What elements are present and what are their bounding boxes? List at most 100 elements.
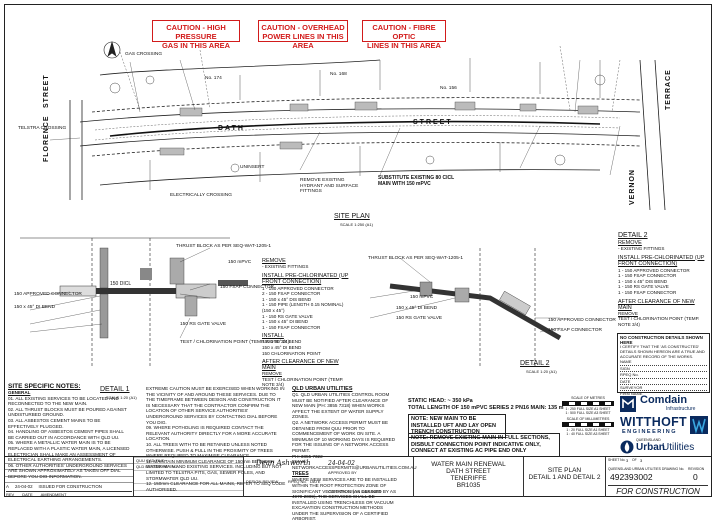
project-code: BR1035 [456, 482, 481, 489]
list-item: 1 - 150 RS GATE VALVE [262, 313, 313, 319]
list-item: 04. HANDLING OF ASBESTOS CEMENT PIPES SH… [8, 429, 124, 440]
certify-title: NO CONSTRUCTION DETAILS SHOWN HERE [620, 335, 703, 345]
detail1-remove-heading: REMOVE [262, 258, 286, 264]
project-type: WATER MAIN RENEWAL [431, 461, 506, 468]
plan-label-gas-crossing: GAS CROSSING [125, 52, 163, 57]
rpeq-label: RPEQ No. [288, 479, 307, 484]
drawing-title-sub: DETAIL 1 AND DETAIL 2 [528, 474, 601, 481]
list-item: 09. WHERE POTHOLING IS REQUIRED CONTACT … [146, 425, 277, 442]
certify-box: NO CONSTRUCTION DETAILS SHOWN HERE I CER… [617, 333, 710, 396]
list-item: 1 - 150 APPROVED CONNECTOR [618, 267, 690, 273]
certify-field-rpeq: RPEQ No. [620, 372, 707, 379]
detail1-drawing [20, 237, 248, 368]
plan-label-lot-a: No. 174 [205, 76, 222, 81]
plan-label-lot-c: No. 156 [440, 86, 457, 91]
revision-header-date: DATE [22, 492, 33, 497]
street-label-florence-street: STREET [43, 74, 50, 108]
detail2-fsap-label: 150 FSAP CONNECTOR [548, 328, 602, 333]
quu-logo: QUEENSLAND Urban Utilities [618, 437, 710, 457]
status-badge: FOR CONSTRUCTION [608, 485, 708, 496]
list-item: 10. ALL TREES WITH TO BE RETAINED UNLESS… [146, 441, 273, 459]
qld-notes-title: QLD URBAN UTILITIES [292, 386, 353, 392]
detail2-bend-label: 150 x 45° DI BEND [396, 306, 438, 311]
detail1-text: REMOVE - EXISTING FITTINGS INSTALL PRE-C… [262, 258, 350, 388]
sheet-of: OF [632, 458, 637, 462]
note-new-main: NOTE: NEW MAIN TO BE INSTALLED UFT AND L… [411, 416, 496, 435]
caution-power-box: CAUTION - OVERHEAD POWER LINES IN THIS A… [258, 20, 348, 50]
list-item: 03. ALL ASBESTOS CEMENT MAINS TO BE EFFE… [8, 417, 101, 429]
drawing-number-block: QUEENSLAND URBAN UTILITIES DRAWING No. 4… [606, 457, 712, 497]
list-item: 150 x 45° DI BEND [262, 344, 302, 350]
revision-table-grid [4, 457, 134, 483]
plan-label-lot-b: No. 168 [330, 72, 347, 77]
list-item: 01. ALL EXISTING SERVICES TO BE LOCATED … [8, 395, 119, 407]
quu-name-a: Urban [636, 442, 665, 453]
list-item: 1 - 150 APPROVED CONNECTOR [262, 285, 334, 291]
detail2-install-list: 1 - 150 APPROVED CONNECTOR 1 - 150 FSAP … [618, 268, 706, 296]
revision-date: 24-04-02 [14, 484, 33, 489]
quu-mark-icon [620, 440, 634, 454]
cad-info-grid [134, 457, 244, 497]
detail2-title: DETAIL 2 [520, 360, 550, 367]
revision-code: A [6, 484, 9, 489]
detail2-valve-label: 150 RS GATE VALVE [396, 316, 443, 321]
plan-label-telstra: TELSTRA CROSSING [18, 126, 67, 131]
detail1-install-list: 1 - 150 APPROVED CONNECTOR 2 - 150 FSAP … [262, 286, 350, 331]
detail1-test-label: TEST / CHLORINATION POINT (TEMP. NOTE 3/… [180, 340, 290, 345]
list-item: EXTREME CAUTION MUST BE EXERCISED WHEN W… [146, 386, 285, 425]
list-item: 2 - 150 FSAP CONNECTOR [262, 291, 321, 297]
sheet-border [4, 4, 712, 497]
caution-gas-box: CAUTION - HIGH PRESSURE GAS IN THIS AREA [152, 20, 240, 50]
scale-mm-a3: 1 : 40 FULL SIZE A3 SHEET [566, 432, 610, 436]
caution-fibre-line1: CAUTION - FIBRE OPTIC [372, 23, 436, 41]
signature-block: Dean Ashworth 24-04-02 APPROVED BY DESIG… [244, 457, 414, 497]
detail1-install2-heading: INSTALL [262, 333, 284, 340]
signature-date: 24-04-02 [328, 460, 355, 467]
revision-header-rev: REV [6, 492, 15, 497]
revision-desc: ISSUED FOR CONSTRUCTION [38, 484, 102, 489]
static-head: STATIC HEAD: ~ 350 kPa [408, 398, 473, 404]
sheet-no-label: SHEET No. [608, 458, 626, 462]
comdain-mark-icon [620, 396, 636, 412]
detail1-after-sub: REMOVE [262, 371, 282, 377]
scale-metres-a3: 1 : 500 FULL SIZE A3 SHEET [565, 411, 611, 415]
list-item: 1 - 150 FSAP CONNECTOR [618, 273, 677, 279]
street-label-dath: DATH [218, 125, 245, 132]
list-item: 1 - 150 x 45° DIS BEND [262, 296, 312, 302]
certify-fields: NAME SIGN RPEQ No. DATE SURVEYOR FIRM NA… [620, 359, 707, 396]
scale-bars: SCALE OF METRES 1 : 250 FULL SIZE A1 SHE… [560, 396, 616, 448]
date-label: DATE [310, 479, 321, 484]
scale-metres-a1: 1 : 250 FULL SIZE A1 SHEET [565, 407, 611, 411]
list-item: 1 - 150 PIPE (LENGTH 0.15 NOMINAL) (150 … [262, 302, 344, 313]
sheet-no: 3 [626, 458, 629, 463]
list-item: 150 CHLORINATION POINT [262, 350, 321, 356]
drawing-title-main: SITE PLAN [547, 467, 582, 474]
detail1-approved-label: 150 APPROVED CONNECTOR [14, 292, 82, 297]
scale-bar-metres [562, 401, 614, 406]
list-item: 150 x 90° DI BEND [262, 339, 302, 345]
list-item: 1 - 150 FSAP CONNECTOR [262, 324, 321, 330]
plan-label-remove-hydrant: REMOVE EXISTING HYDRANT AND SURFACE FITT… [300, 178, 359, 195]
designer-signature: Dean Ashworth [256, 459, 311, 467]
site-plan-drawing [49, 40, 666, 211]
certify-field-date: DATE [620, 379, 707, 386]
comdain-logo: Comdain Infrastructure [618, 393, 710, 415]
construction-manager-label: CONSTRUCTION MANAGER [328, 489, 382, 494]
revision-row: A 24-04-02 ISSUED FOR CONSTRUCTION [6, 484, 102, 489]
site-notes-general: GENERAL [8, 390, 31, 395]
certify-field-surveyor: SURVEYOR [620, 385, 707, 392]
detail2-remove-text: - EXISTING FITTINGS [618, 246, 665, 251]
caution-fibre-line2: LINES IN THIS AREA [367, 41, 441, 50]
scale-mm-label: SCALE OF MILLIMETRES [566, 417, 610, 421]
design-review-label: DESIGN REVIEW [246, 479, 279, 484]
detail1-after-heading: AFTER CLEARANCE OF NEW MAIN [262, 359, 339, 372]
detail1-bend-label: 150 x 45° DI BEND [14, 305, 56, 310]
comdain-sub: Infrastructure [666, 406, 696, 412]
list-item: 02. ALL THRUST BLOCKS MUST BE POURED AGA… [8, 406, 127, 418]
detail2-approved-label: 150 APPROVED CONNECTOR [548, 318, 616, 323]
note-remove: NOTE: REMOVE EXISTING MAIN IN FULL SECTI… [411, 435, 550, 454]
scale-bar-mm [562, 422, 614, 427]
quu-name-b: Utilities [662, 442, 695, 453]
witthoft-mark-icon [690, 416, 708, 434]
detail1-remove-text: - EXISTING FITTINGS [262, 264, 309, 269]
